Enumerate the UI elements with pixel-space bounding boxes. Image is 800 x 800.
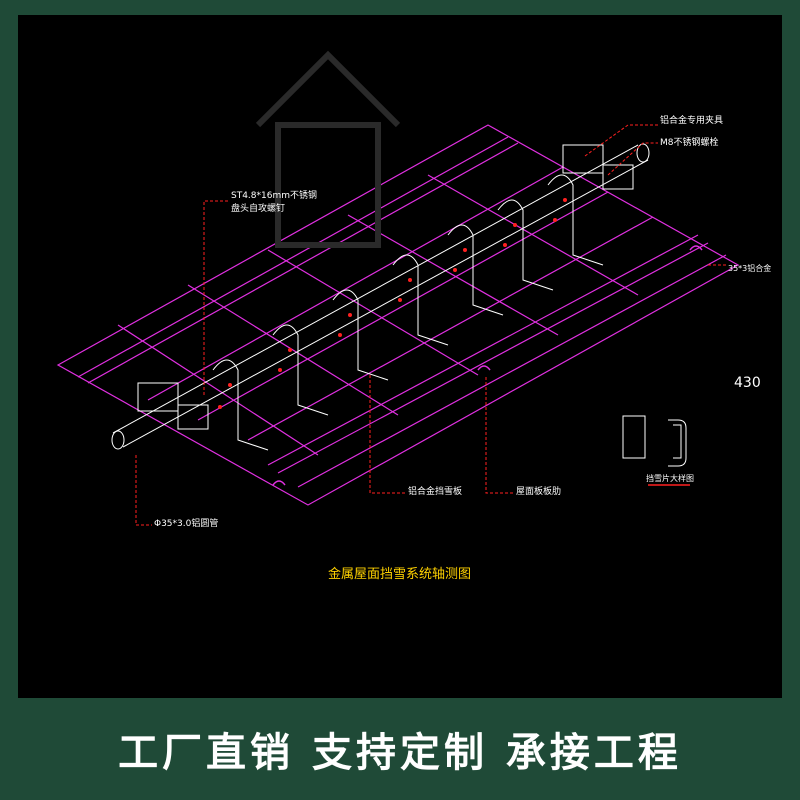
snow-plates bbox=[212, 174, 604, 451]
label-rib: 屋面板板肋 bbox=[516, 487, 562, 497]
label-bolt: M8不锈钢螺栓 bbox=[660, 138, 719, 148]
label-clamp: 铝合金专用夹具 bbox=[660, 116, 724, 126]
footer-slogan: 工厂直销 支持定制 承接工程 bbox=[118, 730, 682, 776]
label-tube-small: 35*3铝合金 bbox=[728, 264, 772, 273]
leader-lines bbox=[135, 124, 728, 526]
dimension-430: 430 bbox=[734, 375, 761, 391]
label-detail: 挡雪片大样图 bbox=[646, 474, 694, 483]
label-snow-plate: 铝合金挡雪板 bbox=[408, 487, 463, 497]
screw-dots bbox=[218, 198, 567, 409]
label-screw-line1: ST4.8*16mm不锈钢 bbox=[231, 191, 318, 201]
clamps bbox=[137, 144, 634, 430]
detail-drawing bbox=[622, 415, 687, 467]
label-pipe: Φ35*3.0铝圆管 bbox=[154, 519, 219, 529]
watermark-logo bbox=[255, 50, 401, 248]
rib-caps bbox=[272, 245, 703, 486]
aluminium-pipe bbox=[111, 143, 650, 450]
cad-drawing: 铝合金专用夹具 M8不锈钢螺栓 ST4.8*16mm不锈钢 盘头自攻螺钉 35*… bbox=[18, 15, 782, 698]
drawing-title: 金属屋面挡雪系统轴测图 bbox=[328, 567, 472, 582]
roof-diagram bbox=[56, 50, 740, 526]
footer-banner: 工厂直销 支持定制 承接工程 bbox=[0, 698, 800, 800]
roof-panel bbox=[56, 124, 740, 506]
label-screw-line2: 盘头自攻螺钉 bbox=[231, 204, 286, 214]
